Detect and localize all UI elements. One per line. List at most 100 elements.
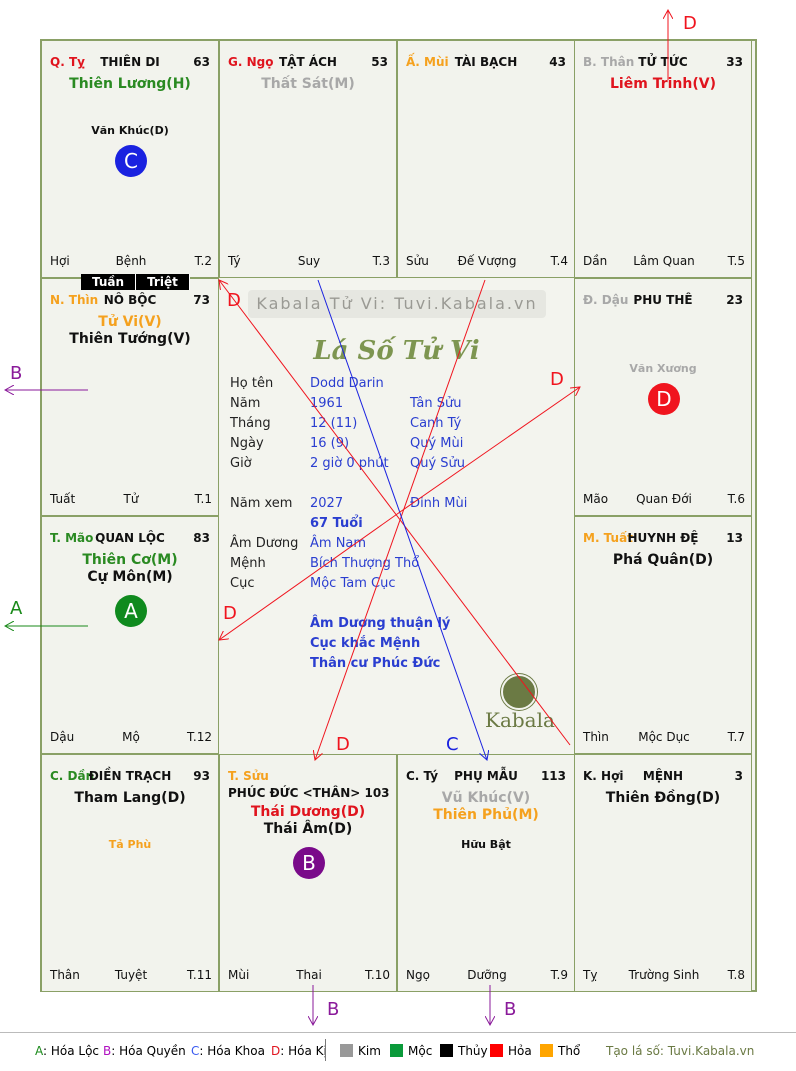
major-star: Cự Môn(M)	[87, 569, 173, 585]
palace-branch: Dần	[583, 254, 608, 268]
tuan-triet-marker: Tuần Triệt	[81, 274, 190, 290]
palace-header: Ấ. Mùi TÀI BẠCH 43	[406, 55, 566, 71]
palace-period: T.3	[372, 254, 390, 268]
palace-name: MỆNH	[642, 769, 684, 783]
palace-footer: Dần Lâm Quan T.5	[583, 254, 745, 269]
hoa-badge-b: B	[293, 847, 325, 879]
major-star: Thiên Đồng(D)	[605, 790, 721, 806]
credit-link[interactable]: Tạo lá số: Tuvi.Kabala.vn	[606, 1044, 755, 1058]
legend-element: Kim	[340, 1044, 381, 1058]
major-star: Liêm Trinh(V)	[610, 76, 716, 92]
arrow-label-a: A	[10, 598, 23, 619]
palace-stem: T. Sửu	[228, 769, 269, 783]
tuan-label: Tuần	[81, 274, 137, 290]
element-name: Thổ	[558, 1044, 581, 1058]
palace-period: T.12	[187, 730, 212, 744]
element-name: Hỏa	[508, 1044, 532, 1058]
center-info-panel: Kabala Tử Vi: Tuvi.Kabala.vn Lá Số Tử Vi…	[219, 278, 574, 754]
legend-element: Thổ	[540, 1044, 580, 1058]
palace-age: 83	[193, 531, 210, 545]
palace-period: T.8	[727, 968, 745, 982]
palace-name: TÀI BẠCH	[454, 55, 518, 69]
palace-period: T.7	[727, 730, 745, 744]
info-value: 2027	[310, 496, 344, 511]
palace-period: T.2	[194, 254, 212, 268]
palace-period: T.10	[365, 968, 390, 982]
triet-label: Triệt	[136, 274, 190, 290]
palace-header: C. Tý PHỤ MẪU 113	[406, 769, 566, 785]
element-swatch	[490, 1044, 503, 1057]
kabala-logo-text: Kabala	[485, 708, 555, 732]
palace-period: T.9	[550, 968, 568, 982]
info-canchi: Tân Sửu	[410, 396, 462, 411]
palace-footer: Tỵ Trường Sinh T.8	[583, 968, 745, 983]
info-canchi: Quý Mùi	[410, 436, 464, 451]
info-value: Bích Thượng Thổ	[310, 556, 420, 571]
element-swatch	[340, 1044, 353, 1057]
legend-text: : Hóa Lộc	[43, 1044, 100, 1058]
palace-header: T. Mão QUAN LỘC 83	[50, 531, 210, 547]
palace-stage: Quan Đới	[636, 492, 692, 506]
info-label: Mệnh	[230, 556, 266, 571]
palace-header: G. Ngọ TẬT ÁCH 53	[228, 55, 388, 71]
palace-stage: Mộc Dục	[638, 730, 690, 744]
info-label: Cục	[230, 576, 255, 591]
major-star: Phá Quân(D)	[612, 552, 714, 568]
palace-stage: Bệnh	[115, 254, 147, 268]
watermark-banner: Kabala Tử Vi: Tuvi.Kabala.vn	[248, 290, 546, 318]
legend-hoa-a: A: Hóa Lộc	[35, 1044, 99, 1058]
major-star: Thái Dương(D)	[250, 804, 366, 820]
info-label: Tháng	[230, 416, 271, 431]
palace-stem: B. Thân	[583, 55, 635, 69]
palace-header: Q. Tỵ THIÊN DI 63	[50, 55, 210, 71]
palace-footer: Thìn Mộc Dục T.7	[583, 730, 745, 745]
legend-text: : Hóa Khoa	[199, 1044, 265, 1058]
hoa-badge-c: C	[115, 145, 147, 177]
palace-tai-bach[interactable]: Ấ. Mùi TÀI BẠCH 43 Sửu Đế Vượng T.4	[397, 40, 575, 278]
major-star: Thiên Cơ(M)	[82, 552, 178, 568]
major-star: Tham Lang(D)	[74, 790, 186, 806]
info-label: Năm xem	[230, 496, 293, 511]
legend-divider	[325, 1039, 326, 1061]
palace-age: 53	[371, 55, 388, 69]
palace-stem: Đ. Dậu	[583, 293, 629, 307]
palace-phuc-duc[interactable]: T. Sửu PHÚC ĐỨC <THÂN> 103 Thái Dương(D)…	[219, 754, 397, 992]
palace-menh[interactable]: K. Hợi MỆNH 3 Thiên Đồng(D) Tỵ Trường Sin…	[574, 754, 752, 992]
info-value: 16 (9)	[310, 436, 350, 451]
palace-age: 73	[193, 293, 210, 307]
info-canchi: Canh Tý	[410, 416, 462, 431]
palace-footer: Mùi Thai T.10	[228, 968, 390, 983]
palace-period: T.11	[187, 968, 212, 982]
palace-header: K. Hợi MỆNH 3	[583, 769, 743, 785]
palace-name: HUYNH ĐỆ	[627, 531, 699, 545]
palace-footer: Mão Quan Đới T.6	[583, 492, 745, 507]
palace-footer: Tuất Tử T.1	[50, 492, 212, 507]
palace-footer: Thân Tuyệt T.11	[50, 968, 212, 983]
element-swatch	[440, 1044, 453, 1057]
palace-branch: Thân	[50, 968, 80, 982]
hoa-badge-a: A	[115, 595, 147, 627]
palace-stage: Tử	[123, 492, 139, 506]
element-name: Mộc	[408, 1044, 433, 1058]
info-value: 2 giờ 0 phút	[310, 456, 389, 471]
legend-key: D	[271, 1044, 281, 1058]
palace-stage: Đế Vượng	[457, 254, 517, 268]
info-label: Năm	[230, 396, 261, 411]
chart-title: Lá Số Tử Vi	[313, 336, 480, 366]
minor-star: Hữu Bật	[461, 838, 511, 851]
legend-key: C	[191, 1044, 200, 1058]
legend-element: Mộc	[390, 1044, 432, 1058]
legend-hoa-b: B: Hóa Quyền	[103, 1044, 186, 1058]
major-star: Tử Vi(V)	[98, 314, 162, 330]
major-star: Thất Sát(M)	[261, 76, 355, 92]
info-label: Giờ	[230, 456, 252, 471]
